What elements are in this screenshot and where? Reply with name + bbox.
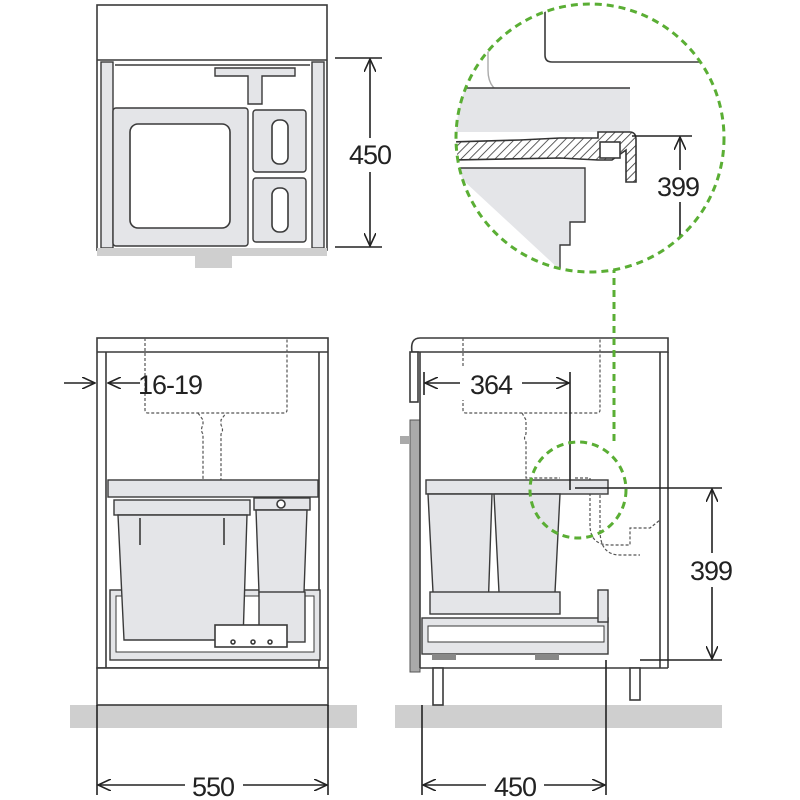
leg-front: [432, 667, 444, 706]
sink-outline: [144, 338, 288, 414]
cabinet-door: [409, 419, 421, 673]
detail-circle: [454, 2, 726, 274]
drain-offset-label: 364: [470, 370, 513, 400]
front-view: 16-19 550: [64, 337, 357, 800]
leg-back: [629, 667, 641, 701]
wall-strip: [97, 248, 327, 256]
drawer-handle-mount: [214, 67, 296, 105]
sink-outline-side: [462, 338, 601, 414]
width-label: 550: [192, 772, 234, 800]
drawer-lid-side: [425, 479, 609, 495]
siphon: [575, 477, 661, 546]
detail-marker-circle: [528, 440, 628, 540]
wall-thickness-label: 16-19: [138, 370, 202, 400]
floor-front: [70, 705, 357, 728]
top-view: 450: [96, 4, 395, 268]
detail-view: 399: [454, 2, 726, 274]
floor-side: [395, 705, 722, 728]
large-bin: [117, 514, 248, 641]
depth-label-top: 450: [349, 140, 391, 170]
side-panel-right: [311, 61, 325, 249]
bin-bracket: [214, 624, 288, 648]
countertop-side: [410, 337, 669, 353]
side-panel-left: [100, 61, 114, 249]
drain-height-label: 399: [690, 556, 732, 586]
drawer-lid: [107, 479, 319, 498]
depth-label-side: 450: [494, 772, 536, 800]
plinth-front: [96, 667, 329, 706]
wall-pipe: [195, 256, 232, 268]
detail-height-label: 399: [657, 172, 699, 202]
side-view: 399 364 450: [395, 266, 738, 800]
large-bin-opening: [129, 123, 231, 229]
